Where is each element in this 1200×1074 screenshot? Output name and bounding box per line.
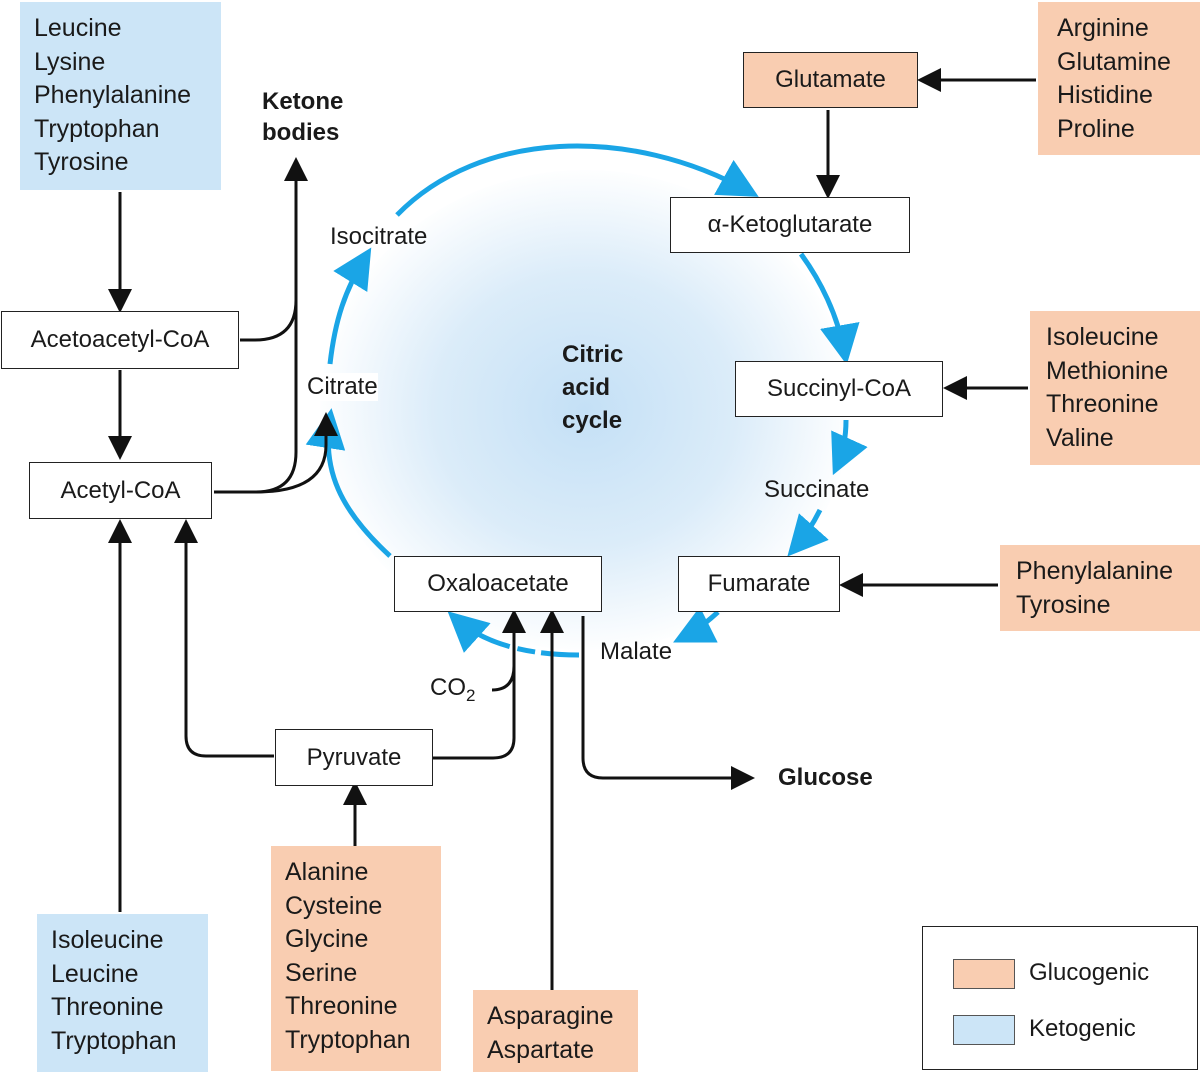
amino-acid-name: Lysine bbox=[34, 47, 106, 76]
isocitrate-label: Isocitrate bbox=[330, 223, 428, 250]
amino-acid-name: Aspartate bbox=[487, 1035, 595, 1064]
arrow-oxaloacetate-to-glucose bbox=[581, 616, 755, 790]
acetyl-coa-box: Acetyl-CoA bbox=[29, 462, 212, 519]
arrow-acetylcoa-to-citrate bbox=[255, 412, 338, 494]
glucogenic-legend-label: Glucogenic bbox=[1029, 959, 1150, 986]
amino-acid-name: Alanine bbox=[285, 858, 369, 886]
amino-group-bottom-mid: Alanine Cysteine Glycine Serine Threonin… bbox=[271, 846, 441, 1071]
glucose-label: Glucose bbox=[778, 764, 873, 791]
amino-acid-name: Tryptophan bbox=[51, 1026, 177, 1055]
cycle-line-2: acid bbox=[562, 374, 611, 401]
cycle-line-3: cycle bbox=[562, 407, 623, 434]
arrow-citrate-to-isocitrate bbox=[327, 247, 372, 365]
citric-acid-cycle-label: Citric acid cycle bbox=[562, 338, 623, 437]
amino-group-right-lower: Phenylalanine Tyrosine bbox=[1000, 545, 1200, 631]
amino-acid-name: Phenylalanine bbox=[1016, 557, 1174, 585]
amino-acid-name: Isoleucine bbox=[1046, 323, 1159, 351]
amino-acid-name: Glutamine bbox=[1057, 47, 1171, 76]
arrow-oxaloacetate-to-citrate bbox=[305, 408, 392, 558]
amino-acid-name: Methionine bbox=[1046, 356, 1169, 385]
ketone-bodies-label: Ketone bodies bbox=[262, 86, 343, 148]
ketone-line: Ketone bbox=[262, 88, 344, 115]
amino-acid-name: Threonine bbox=[51, 993, 164, 1021]
co2-subscript: 2 bbox=[466, 685, 476, 705]
amino-group-bottom-left: Isoleucine Leucine Threonine Tryptophan bbox=[37, 914, 208, 1072]
amino-acid-name: Tryptophan bbox=[34, 114, 160, 143]
arrow-succinylcoa-to-succinate bbox=[831, 419, 868, 476]
amino-acid-name: Isoleucine bbox=[51, 926, 164, 954]
cycle-line-1: Citric bbox=[562, 341, 624, 368]
black-arrows bbox=[108, 68, 1036, 990]
fumarate-box: Fumarate bbox=[678, 556, 840, 612]
ketogenic-swatch bbox=[953, 1015, 1015, 1045]
co2-label: CO2 bbox=[430, 674, 475, 706]
amino-acid-name: Tryptophan bbox=[285, 1025, 411, 1054]
cycle-arrows bbox=[305, 143, 868, 658]
amino-group-bottom-aspartate: Asparagine Aspartate bbox=[473, 990, 638, 1072]
arrow-akg-to-succinylcoa bbox=[798, 252, 860, 365]
arrow-pyruvate-to-oxaloacetate bbox=[433, 609, 526, 760]
arrow-co2-branch bbox=[491, 665, 516, 692]
co2-text: CO bbox=[430, 674, 466, 701]
acetoacetyl-coa-box: Acetoacetyl-CoA bbox=[1, 311, 239, 369]
amino-acid-name: Tyrosine bbox=[34, 148, 129, 176]
amino-acid-name: Leucine bbox=[51, 959, 139, 988]
arrow-malate-to-oxaloacetate bbox=[447, 611, 580, 658]
ketogenic-legend-label: Ketogenic bbox=[1029, 1015, 1136, 1042]
arrow-isocitrate-to-akg bbox=[395, 143, 759, 217]
amino-acid-name: Leucine bbox=[34, 14, 122, 42]
pyruvate-box: Pyruvate bbox=[275, 729, 433, 786]
bodies-line: bodies bbox=[262, 119, 340, 146]
amino-group-top-left: Leucine Lysine Phenylalanine Tryptophan … bbox=[20, 2, 221, 190]
arrow-fumarate-to-malate bbox=[673, 606, 720, 643]
citrate-label: Citrate bbox=[307, 373, 378, 401]
glucogenic-swatch bbox=[953, 959, 1015, 989]
malate-label: Malate bbox=[600, 638, 673, 665]
amino-acid-name: Tyrosine bbox=[1016, 590, 1111, 619]
amino-acid-name: Phenylalanine bbox=[34, 81, 192, 109]
amino-acid-name: Serine bbox=[285, 958, 358, 987]
alpha-ketoglutarate-box: α-Ketoglutarate bbox=[670, 197, 910, 253]
succinate-label: Succinate bbox=[764, 476, 870, 503]
amino-acid-name: Asparagine bbox=[487, 1002, 614, 1030]
amino-acid-name: Proline bbox=[1057, 114, 1135, 143]
oxaloacetate-box: Oxaloacetate bbox=[394, 556, 602, 612]
amino-acid-name: Arginine bbox=[1057, 14, 1149, 42]
amino-acid-name: Glycine bbox=[285, 925, 369, 953]
arrow-acetoacetylcoa-to-ketones bbox=[240, 157, 308, 342]
legend: Glucogenic Ketogenic bbox=[922, 926, 1198, 1070]
amino-acid-name: Histidine bbox=[1057, 81, 1153, 109]
succinyl-coa-box: Succinyl-CoA bbox=[735, 361, 943, 417]
arrow-succinate-to-fumarate bbox=[787, 508, 829, 557]
arrow-pyruvate-to-acetylcoa bbox=[174, 519, 274, 758]
amino-group-right-mid: Isoleucine Methionine Threonine Valine bbox=[1030, 311, 1200, 465]
amino-acid-name: Valine bbox=[1046, 423, 1114, 452]
glutamate-box: Glutamate bbox=[743, 52, 918, 108]
amino-acid-name: Cysteine bbox=[285, 891, 383, 920]
amino-acid-name: Threonine bbox=[285, 992, 398, 1020]
amino-acid-name: Threonine bbox=[1046, 390, 1159, 418]
amino-group-top-right: Arginine Glutamine Histidine Proline bbox=[1038, 2, 1200, 155]
